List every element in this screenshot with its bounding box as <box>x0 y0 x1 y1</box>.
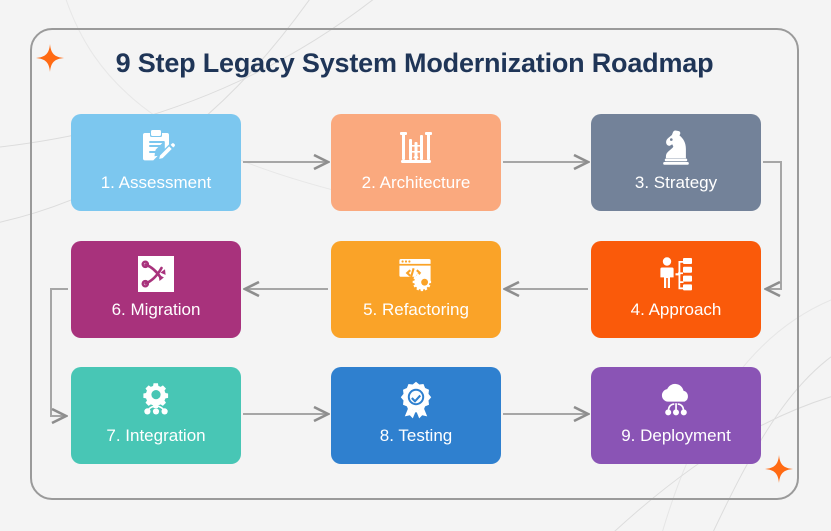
step-card-deployment[interactable]: 9. Deployment <box>591 367 761 464</box>
step-card-assessment[interactable]: 1. Assessment <box>71 114 241 211</box>
step-card-testing[interactable]: 8. Testing <box>331 367 501 464</box>
step-card-label: 8. Testing <box>379 426 453 445</box>
step-card-architecture[interactable]: 2. Architecture <box>331 114 501 211</box>
step-card-integration[interactable]: 7. Integration <box>71 367 241 464</box>
step-card-label: 6. Migration <box>111 300 201 319</box>
content-frame <box>30 28 799 500</box>
architecture-columns-icon <box>396 127 436 167</box>
step-card-label: 9. Deployment <box>621 426 731 445</box>
step-card-label: 5. Refactoring <box>363 300 469 319</box>
step-card-label: 2. Architecture <box>361 173 471 192</box>
clipboard-checklist-pencil-icon <box>136 127 176 167</box>
step-card-strategy[interactable]: 3. Strategy <box>591 114 761 211</box>
gear-network-icon <box>136 380 176 420</box>
step-card-label: 4. Approach <box>630 300 722 319</box>
quality-badge-check-icon <box>396 380 436 420</box>
step-card-label: 3. Strategy <box>634 173 718 192</box>
step-card-label: 7. Integration <box>106 426 206 445</box>
page-title: 9 Step Legacy System Modernization Roadm… <box>115 48 714 78</box>
step-card-migration[interactable]: 6. Migration <box>71 241 241 338</box>
person-options-icon <box>656 254 696 294</box>
step-card-approach[interactable]: 4. Approach <box>591 241 761 338</box>
step-card-label: 1. Assessment <box>100 173 212 192</box>
cloud-deployment-icon <box>656 380 696 420</box>
step-card-refactoring[interactable]: 5. Refactoring <box>331 241 501 338</box>
chess-knight-icon <box>656 127 696 167</box>
code-window-gear-icon <box>396 254 436 294</box>
crossing-arrows-migration-icon <box>136 254 176 294</box>
